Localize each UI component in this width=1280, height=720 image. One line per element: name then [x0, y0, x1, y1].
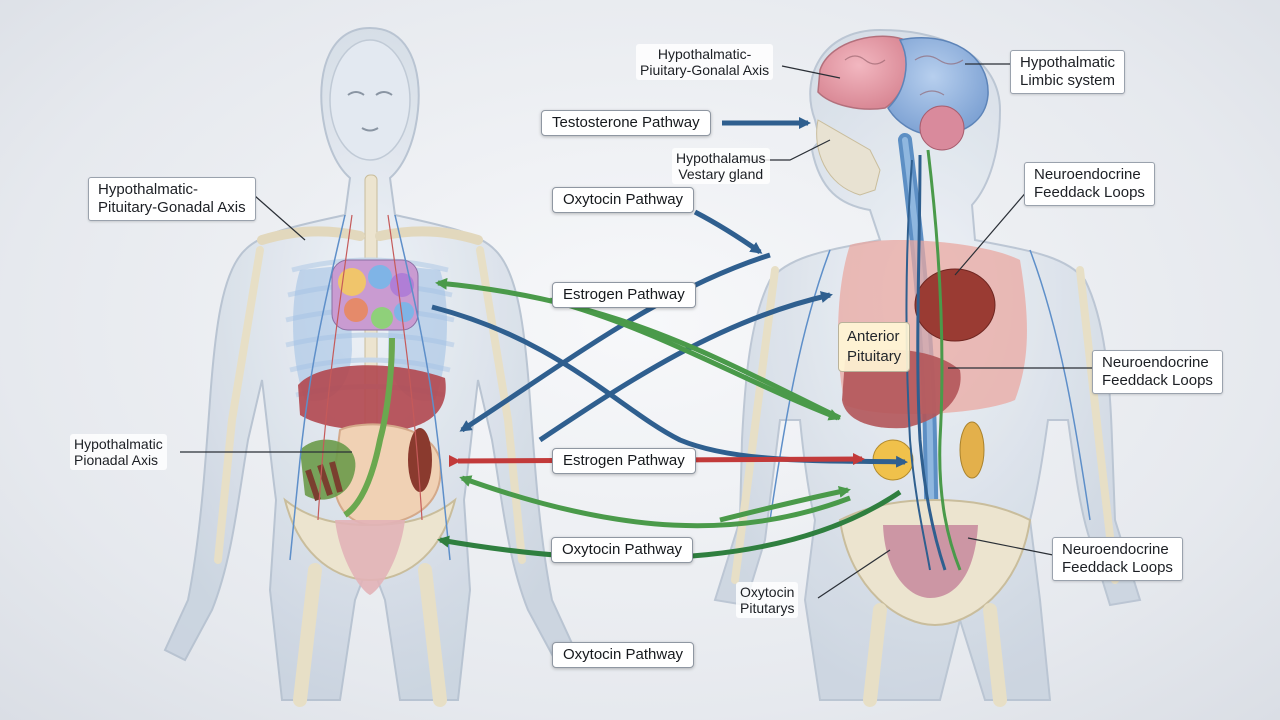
oxytocin-pitutarys-label: Oxytocin Pitutarys	[736, 582, 799, 618]
feedback-loops-label-middle: Neuroendocrine Feeddack Loops	[1092, 350, 1223, 394]
oxytocin-pathway-label-top: Oxytocin Pathway	[552, 187, 695, 213]
pathway-arrows	[431, 117, 908, 561]
testosterone-pathway-label: Testosterone Pathway	[541, 110, 711, 136]
hypothalamus-gland-label: Hypothalamus Vestary gland	[672, 148, 770, 184]
estrogen-pathway-label-middle: Estrogen Pathway	[552, 448, 696, 474]
blue-cross-arrow-1	[459, 252, 771, 433]
anterior-pituitary-label: Anterior Pituitary	[838, 322, 911, 372]
oxytocin-pathway-label-bottom: Oxytocin Pathway	[552, 642, 695, 668]
green-estrogen-arrow-2	[549, 297, 841, 421]
left-hpg-axis-label: Hypothalmatic- Pituitary-Gonadal Axis	[88, 177, 256, 221]
blue-cross-arrow-2	[538, 291, 833, 443]
left-pionadal-axis-label: Hypothalmatic Pionadal Axis	[70, 434, 167, 470]
dark-green-oxytocin-arrow	[437, 489, 902, 561]
top-hpg-axis-label: Hypothalmatic- Piuitary-Gonalal Axis	[636, 44, 774, 80]
green-estrogen-arrow-1	[435, 277, 842, 421]
feedback-loops-label-top: Neuroendocrine Feeddack Loops	[1024, 162, 1155, 206]
oxytocin-top-arrow	[693, 209, 763, 255]
estrogen-pathway-label-top: Estrogen Pathway	[552, 282, 696, 308]
oxytocin-pathway-label-middle: Oxytocin Pathway	[551, 537, 694, 563]
green-oxytocin-arrow-2	[719, 485, 851, 523]
green-oxytocin-arrow-1	[459, 475, 851, 529]
leader-lines	[180, 63, 1095, 599]
feedback-loops-label-bottom: Neuroendocrine Feeddack Loops	[1052, 537, 1183, 581]
left-body-figure	[163, 26, 577, 707]
limbic-system-label: Hypothalmatic Limbic system	[1010, 50, 1126, 94]
